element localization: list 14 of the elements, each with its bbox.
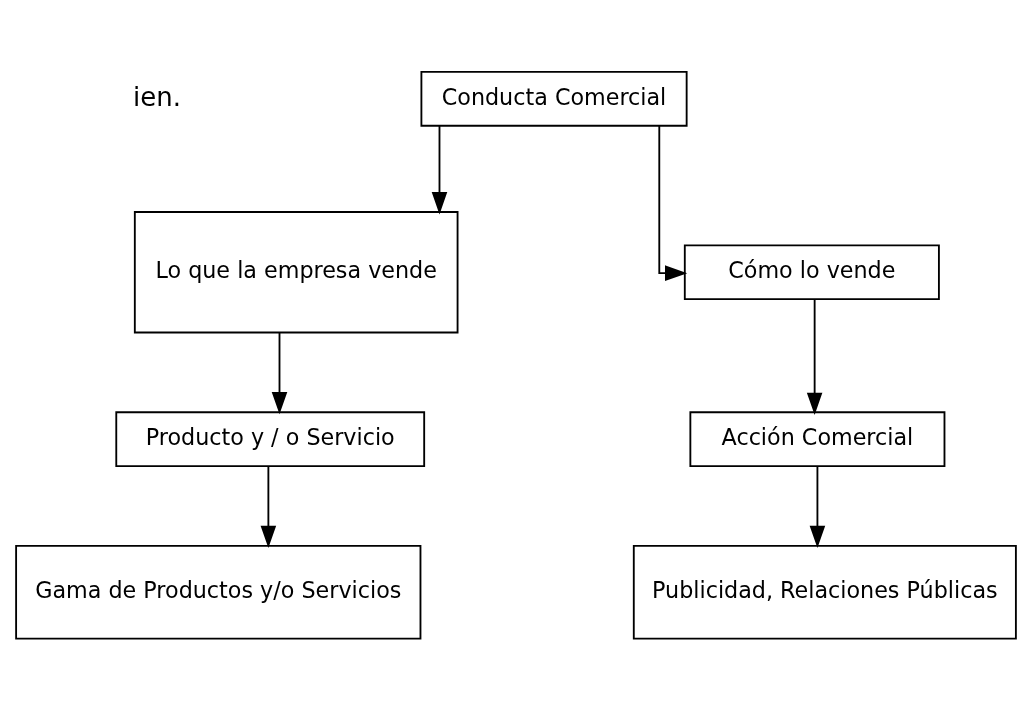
node-box: Producto y / o Servicio [115,411,426,467]
node-box: Gama de Productos y/o Servicios [15,544,422,640]
arrow [260,465,277,549]
arrow [431,125,448,215]
node-box: Conducta Comercial [420,71,688,127]
arrow [271,332,288,415]
node-box: Acción Comercial [689,411,946,467]
label: ien. [133,81,182,112]
arrow [658,125,688,281]
node-box: Lo que la empresa vende [133,211,459,334]
arrow [806,298,823,415]
node-box: Publicidad, Relaciones Públicas [632,544,1017,640]
arrow [809,465,826,549]
node-box: Cómo lo vende [683,244,940,301]
